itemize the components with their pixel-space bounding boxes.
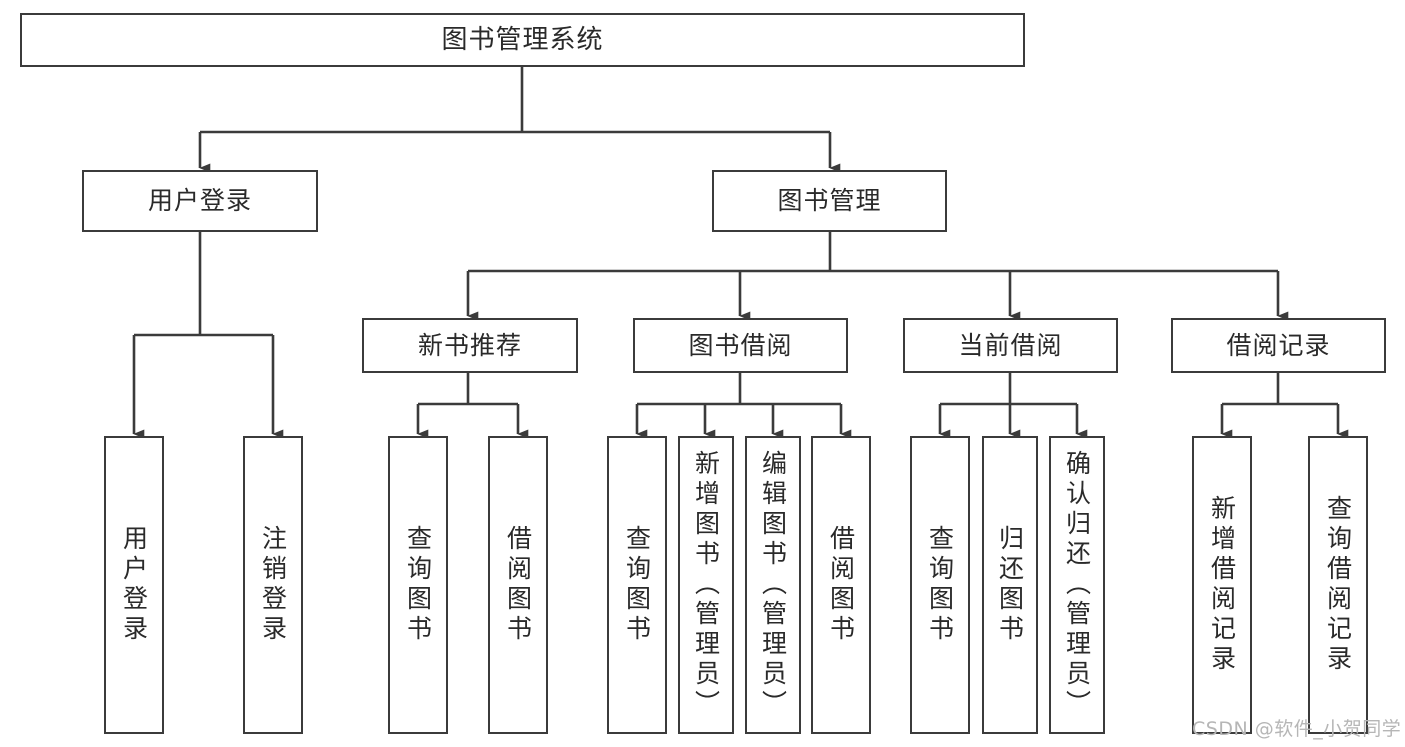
node-borrow-record[interactable]: 借阅记录 xyxy=(1171,318,1386,373)
node-leaf-query-book-2[interactable]: 查询图书 xyxy=(607,436,667,734)
node-leaf-query-book-3[interactable]: 查询图书 xyxy=(910,436,970,734)
node-label-leaf-confirm-return: 确认归还（管理员） xyxy=(1062,450,1092,720)
node-label-leaf-user-login: 用户登录 xyxy=(119,525,149,645)
node-label-leaf-user-logout: 注销登录 xyxy=(258,525,288,645)
node-label-leaf-add-record: 新增借阅记录 xyxy=(1207,495,1237,675)
node-leaf-user-logout[interactable]: 注销登录 xyxy=(243,436,303,734)
node-label-root: 图书管理系统 xyxy=(441,24,604,55)
node-label-leaf-return-book: 归还图书 xyxy=(995,525,1025,645)
node-leaf-query-record[interactable]: 查询借阅记录 xyxy=(1308,436,1368,734)
node-book-manage[interactable]: 图书管理 xyxy=(712,170,947,232)
node-leaf-edit-book[interactable]: 编辑图书（管理员） xyxy=(745,436,801,734)
node-label-leaf-query-book-3: 查询图书 xyxy=(925,525,955,645)
node-leaf-borrow-book-2[interactable]: 借阅图书 xyxy=(811,436,871,734)
node-root-system[interactable]: 图书管理系统 xyxy=(20,13,1025,67)
node-current-borrow[interactable]: 当前借阅 xyxy=(903,318,1118,373)
node-label-new-book-recommend: 新书推荐 xyxy=(417,330,522,360)
node-label-leaf-borrow-book-2: 借阅图书 xyxy=(826,525,856,645)
node-label-book-borrow: 图书借阅 xyxy=(688,330,793,360)
node-label-leaf-query-record: 查询借阅记录 xyxy=(1323,495,1353,675)
node-label-leaf-query-book-2: 查询图书 xyxy=(622,525,652,645)
node-leaf-add-record[interactable]: 新增借阅记录 xyxy=(1192,436,1252,734)
node-leaf-query-book-1[interactable]: 查询图书 xyxy=(388,436,448,734)
node-label-book-manage: 图书管理 xyxy=(777,186,882,216)
node-leaf-return-book[interactable]: 归还图书 xyxy=(982,436,1038,734)
node-leaf-add-book[interactable]: 新增图书（管理员） xyxy=(678,436,734,734)
csdn-watermark: CSDN @软件_小贺同学 xyxy=(1192,718,1402,740)
node-label-leaf-add-book: 新增图书（管理员） xyxy=(691,450,721,720)
node-leaf-user-login[interactable]: 用户登录 xyxy=(104,436,164,734)
node-book-borrow[interactable]: 图书借阅 xyxy=(633,318,848,373)
node-leaf-borrow-book-1[interactable]: 借阅图书 xyxy=(488,436,548,734)
node-new-book-recommend[interactable]: 新书推荐 xyxy=(362,318,578,373)
node-label-leaf-borrow-book-1: 借阅图书 xyxy=(503,525,533,645)
node-leaf-confirm-return[interactable]: 确认归还（管理员） xyxy=(1049,436,1105,734)
node-label-leaf-edit-book: 编辑图书（管理员） xyxy=(758,450,788,720)
node-label-current-borrow: 当前借阅 xyxy=(958,330,1063,360)
node-label-borrow-record: 借阅记录 xyxy=(1226,330,1331,360)
node-label-user-login: 用户登录 xyxy=(147,186,252,216)
node-user-login[interactable]: 用户登录 xyxy=(82,170,318,232)
node-label-leaf-query-book-1: 查询图书 xyxy=(403,525,433,645)
